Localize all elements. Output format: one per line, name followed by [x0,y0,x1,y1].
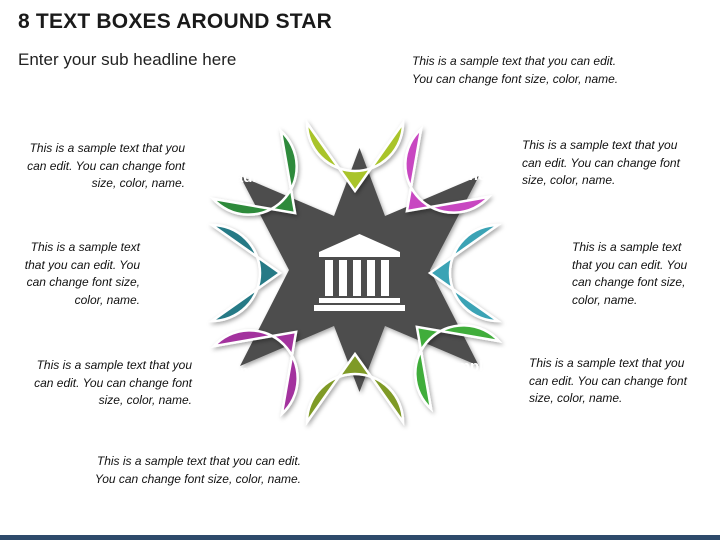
petal-bottom [305,351,405,426]
petal-right [427,223,502,323]
petal-bottom-label-line1: Sample [328,405,381,422]
description-bottom-left: This is a sample text that you can edit.… [34,358,192,407]
petal-bottom-right-label-line2: Headline [434,379,497,396]
petal-top-label-line2: Headline [324,127,387,144]
petal-bottom-label-line2: Headline [324,426,387,443]
petal-top-label-line1: Sample [328,106,381,123]
petal-bottom-left-label-line1: Sample [221,363,274,380]
petal-right-label-line2: Headline [467,277,530,294]
petal-bottom-right-label-line1: Sample [438,358,491,375]
petal-bottom-right [414,324,503,413]
petal-top-left-label-line2: Headline [216,169,279,186]
description-bottom-right: This is a sample text that you can edit.… [529,356,687,405]
petal-top [305,119,405,194]
petal-top-left-label-line1: Sample [220,148,273,165]
page-title: 8 TEXT BOXES AROUND STAR [18,10,332,33]
petal-right-label-line1: Sample [471,256,524,273]
petal-top-right [404,125,493,214]
bank-building-icon [314,234,405,311]
page-subtitle: Enter your sub headline here [18,50,237,69]
petal-left-label-line1: Sample [185,256,238,273]
petal-bottom-left-label-line2: Headline [217,384,280,401]
petal-left [208,223,283,323]
description-left: This is a sample text that you can edit.… [24,240,140,307]
bottom-bar [0,535,720,540]
petal-top-right-label-line1: Sample [428,146,481,163]
description-top-right: This is a sample text that you can edit.… [522,138,680,187]
petal-bottom-left [210,329,299,418]
petal-top-right-label-line2: Headline [424,167,487,184]
petal-left-label-line2: Headline [181,277,244,294]
description-bottom: This is a sample text that you can edit.… [94,454,301,486]
description-top-left: This is a sample text that you can edit.… [27,141,185,190]
petal-top-left [209,127,298,216]
description-right: This is a sample text that you can edit.… [572,240,688,307]
description-top: This is a sample text that you can edit.… [412,54,619,86]
